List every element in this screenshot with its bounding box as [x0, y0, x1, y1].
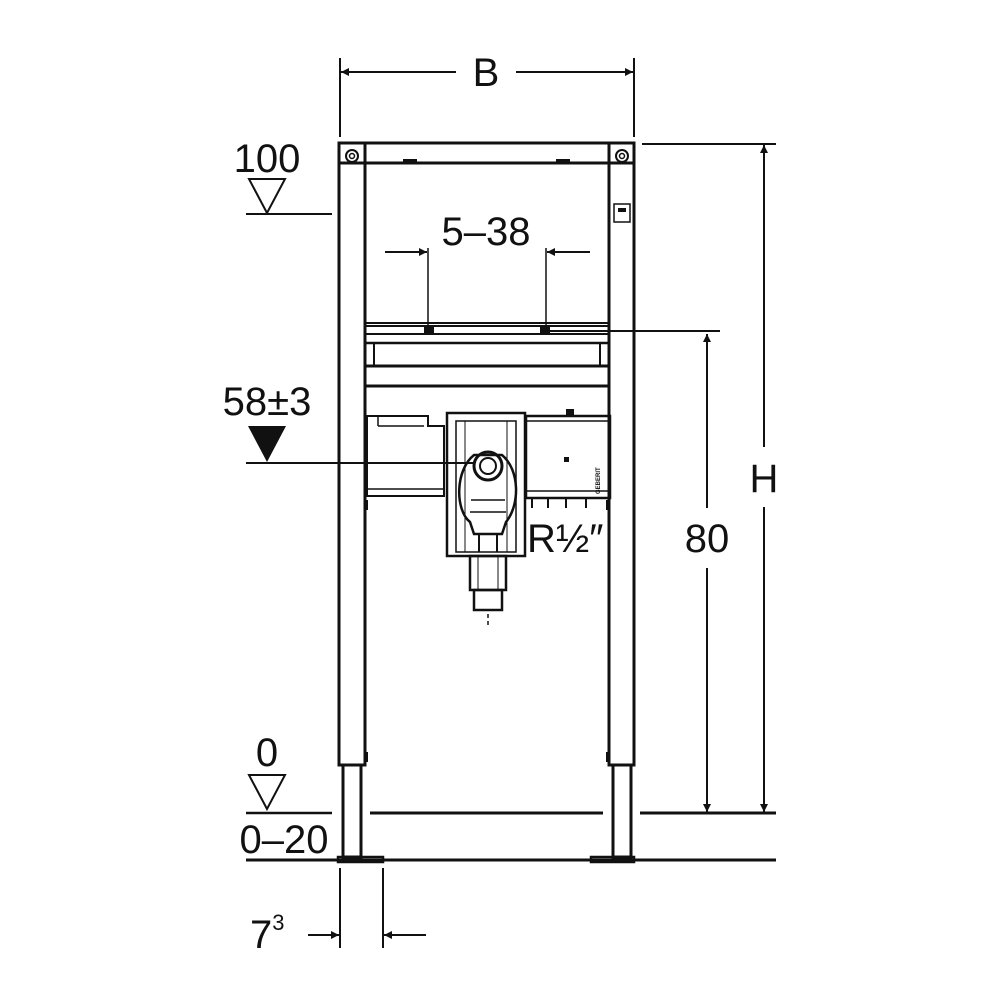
- screw: [364, 752, 368, 762]
- drain-outlet: [472, 450, 504, 482]
- bracket-slot: [540, 326, 550, 334]
- label-foot-width: 73: [250, 910, 285, 957]
- label-top-level: 100: [234, 137, 301, 181]
- screw: [606, 752, 610, 762]
- bolt-icon: [348, 152, 356, 160]
- level-top: 100: [234, 137, 332, 216]
- dimension-width: B: [339, 51, 635, 137]
- control-box-mark: [564, 457, 569, 462]
- label-thread: R½″: [527, 517, 603, 561]
- label-width: B: [473, 51, 500, 95]
- bracket-slot: [424, 326, 434, 334]
- left-mount-plate: [366, 415, 445, 497]
- brand-text: GEBERIT: [596, 467, 602, 494]
- drain-outlet-inner: [479, 457, 497, 475]
- label-foot-width-base: 7: [250, 913, 272, 957]
- frame: GEBERIT: [336, 141, 636, 864]
- clip: [556, 159, 570, 164]
- floor-lines: [246, 811, 776, 862]
- dimension-connection-height: 80: [550, 330, 730, 812]
- level-drain: 58±3: [223, 380, 474, 464]
- bolt-icon: [615, 149, 629, 163]
- left-foot: [341, 763, 363, 859]
- label-floor-level: 0: [256, 731, 278, 775]
- label-foot-adjust: 0–20: [240, 818, 329, 862]
- label-plate: [613, 203, 631, 223]
- screw: [606, 500, 610, 510]
- screw: [364, 420, 368, 430]
- left-upright: [337, 141, 367, 767]
- dimension-height: H: [642, 143, 779, 812]
- drain-pipe-upper: [468, 554, 508, 592]
- level-marker-open-icon: [247, 774, 287, 812]
- dimension-foot-width: 73: [250, 868, 426, 957]
- dimension-bracket-spacing: 5–38: [385, 210, 590, 330]
- top-rail: [337, 141, 636, 165]
- right-foot: [611, 763, 633, 859]
- label-connection-height: 80: [685, 517, 730, 561]
- siphon-body: [458, 453, 518, 536]
- drain-pipe-lower: [472, 588, 504, 612]
- screw: [364, 500, 368, 510]
- bolt-icon: [345, 149, 359, 163]
- level-floor: 0: [247, 731, 287, 812]
- level-marker-open-icon: [247, 178, 287, 216]
- label-plate-mark: [618, 208, 626, 212]
- clip: [403, 159, 417, 164]
- level-marker-filled-icon: [248, 426, 286, 462]
- label-height: H: [750, 457, 779, 501]
- label-foot-width-sup: 3: [272, 910, 284, 935]
- label-drain-height: 58±3: [223, 380, 312, 424]
- control-box-clip: [566, 409, 574, 416]
- bolt-icon: [618, 152, 626, 160]
- right-upright: [607, 141, 636, 767]
- label-bracket-spacing: 5–38: [442, 210, 531, 254]
